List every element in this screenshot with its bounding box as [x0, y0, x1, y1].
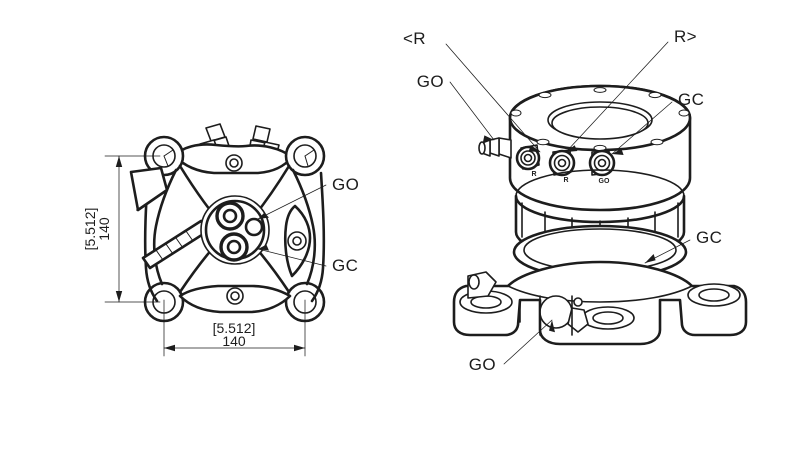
lower-mounting-bracket: [452, 260, 748, 346]
left-view-callout-gc: GC: [257, 244, 358, 275]
left-view-callout-go: GO: [257, 175, 359, 220]
frame-right-edge: [310, 171, 326, 303]
port-fitting-3: GO: [588, 149, 616, 185]
left-view-top-plan: [5.512] 140 [5.512] 140 GO GC: [82, 123, 359, 357]
right-view-callout-r-right: R>: [565, 27, 697, 153]
vertical-dim-value: 140: [96, 217, 112, 241]
port-mark-3-label: GO: [599, 178, 610, 185]
port-fitting-2: R: [548, 149, 576, 184]
callout-label-r-left: <R: [403, 29, 426, 48]
dimension-horizontal: [5.512] 140: [163, 299, 306, 357]
right-view-callout-r-left: <R: [403, 29, 541, 153]
center-bore-inner: [551, 106, 649, 140]
callout-label-gc-left: GC: [332, 256, 358, 275]
horizontal-dim-value: 140: [222, 333, 246, 349]
horizontal-dim-bracket: [5.512]: [213, 320, 256, 336]
port-mark-1-label: R: [531, 171, 536, 178]
callout-label-r-right: R>: [674, 27, 697, 46]
right-view-callout-go-top: GO: [417, 72, 495, 142]
body-right-contour: [291, 168, 317, 286]
port-mark-2-label: R: [563, 177, 568, 184]
vertical-dim-bracket: [5.512]: [82, 208, 98, 251]
right-view-callout-gc-mid: GC: [644, 228, 722, 264]
callout-label-go-bottom: GO: [469, 355, 496, 374]
body-left-contour: [152, 168, 178, 286]
callout-label-go-left: GO: [332, 175, 359, 194]
right-view-isometric: R R GO: [403, 27, 748, 374]
callout-label-gc-top: GC: [678, 90, 704, 109]
callout-label-gc-mid: GC: [696, 228, 722, 247]
left-side-tab: [129, 166, 169, 212]
right-view-callout-gc-top: GC: [611, 90, 704, 155]
right-view-callout-go-bottom: GO: [469, 319, 555, 374]
side-elbow-fitting: [478, 137, 512, 159]
central-port-collector: [200, 195, 270, 265]
dimension-vertical: [5.512] 140: [82, 155, 161, 303]
callout-label-go-top: GO: [417, 72, 444, 91]
flange-bolt-holes: [510, 87, 690, 152]
